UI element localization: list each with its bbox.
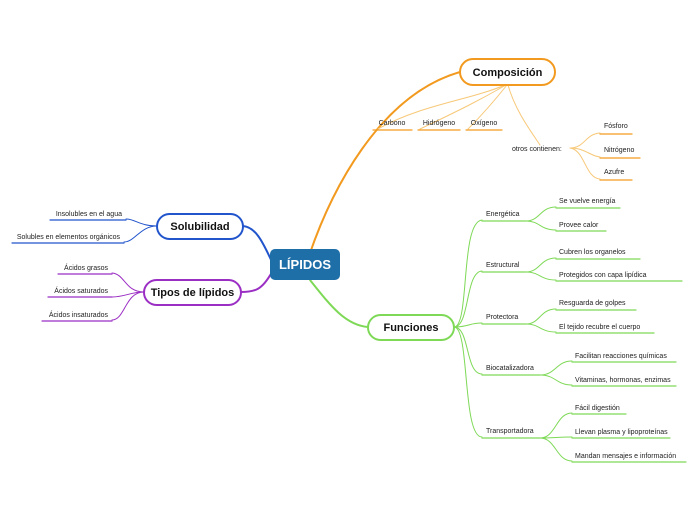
funciones-item[interactable]: Mandan mensajes e información <box>575 453 676 460</box>
root-node[interactable]: LÍPIDOS <box>270 249 340 280</box>
funciones-item[interactable]: Resguarda de golpes <box>559 300 626 307</box>
funciones-group-label[interactable]: Transportadora <box>486 428 534 435</box>
branch-node-funciones[interactable]: Funciones <box>367 314 455 341</box>
branch-label-funciones: Funciones <box>383 322 438 334</box>
funciones-item[interactable]: Vitaminas, hormonas, enzimas <box>575 377 671 384</box>
composicion-element[interactable]: Hidrógeno <box>423 120 455 127</box>
composicion-element[interactable]: Carbono <box>379 120 406 127</box>
branch-label-composicion: Composición <box>473 67 543 79</box>
root-label: LÍPIDOS <box>279 257 331 272</box>
branch-label-solubilidad: Solubilidad <box>170 221 229 233</box>
composicion-otros-item[interactable]: Nitrógeno <box>604 147 634 154</box>
branch-label-tipos: Tipos de lípidos <box>151 287 235 299</box>
branch-node-composicion[interactable]: Composición <box>459 58 556 86</box>
connectors <box>11 71 687 463</box>
composicion-otros-item[interactable]: Azufre <box>604 169 624 176</box>
branch-node-tipos[interactable]: Tipos de lípidos <box>143 279 242 306</box>
funciones-item[interactable]: Llevan plasma y lipoproteínas <box>575 429 668 436</box>
tipos-item[interactable]: Ácidos grasos <box>64 263 108 272</box>
funciones-item[interactable]: Facilitan reacciones químicas <box>575 353 667 360</box>
composicion-otros-label[interactable]: otros contienen: <box>512 146 562 153</box>
funciones-group-label[interactable]: Energética <box>486 211 520 218</box>
funciones-item[interactable]: Fácil digestión <box>575 405 620 412</box>
solubilidad-item[interactable]: Insolubles en el agua <box>56 211 122 218</box>
solubilidad-item[interactable]: Solubles en elementos orgánicos <box>17 234 121 241</box>
tipos-item[interactable]: Ácidos insaturados <box>49 310 109 319</box>
tipos-item[interactable]: Ácidos saturados <box>54 286 108 295</box>
composicion-otros-item[interactable]: Fósforo <box>604 123 628 130</box>
funciones-item[interactable]: Cubren los organelos <box>559 249 626 256</box>
funciones-group-label[interactable]: Estructural <box>486 262 520 269</box>
funciones-item[interactable]: Protegidos con capa lipídica <box>559 272 647 279</box>
branch-node-solubilidad[interactable]: Solubilidad <box>156 213 244 240</box>
composicion-element[interactable]: Oxígeno <box>471 120 498 127</box>
funciones-item[interactable]: Provee calor <box>559 222 599 229</box>
funciones-group-label[interactable]: Protectora <box>486 314 518 321</box>
funciones-item[interactable]: El tejido recubre el cuerpo <box>559 324 640 331</box>
funciones-item[interactable]: Se vuelve energía <box>559 198 616 205</box>
funciones-group-label[interactable]: Biocatalizadora <box>486 365 534 372</box>
